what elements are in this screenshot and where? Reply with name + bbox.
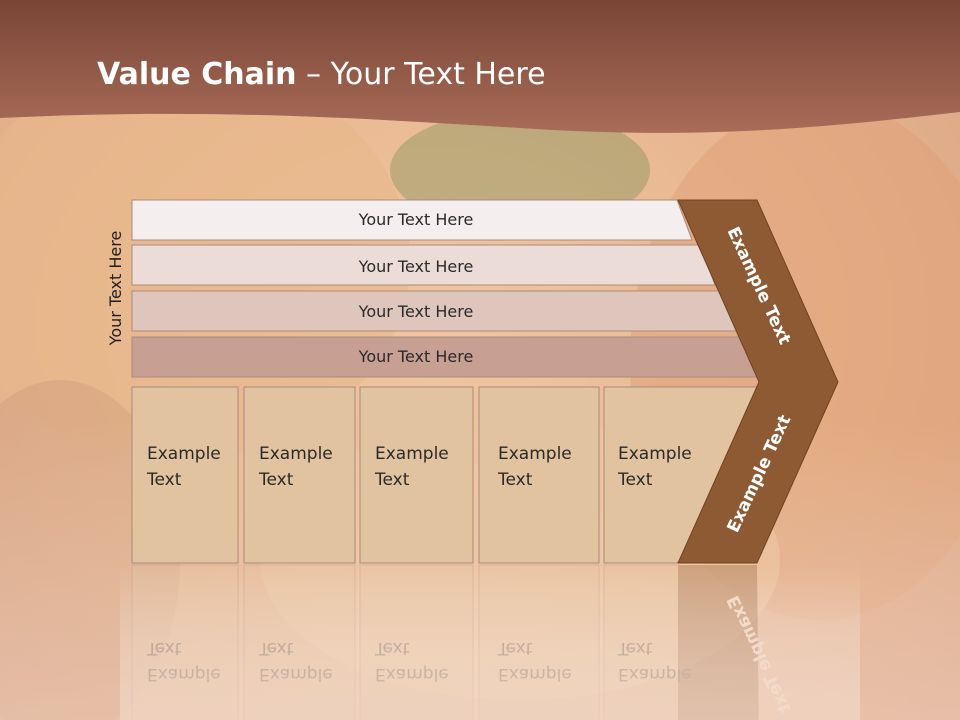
value-chevron bbox=[677, 199, 839, 564]
column-3-line2: Text bbox=[374, 470, 410, 490]
slide-title: Value Chain – Your Text Here bbox=[97, 57, 546, 92]
bar-1 bbox=[131, 199, 693, 241]
column-1-line1: Example bbox=[147, 444, 221, 464]
column-5-label: Example Text bbox=[617, 444, 697, 490]
column-3-label: Example Text bbox=[374, 444, 454, 490]
side-label: Your Text Here bbox=[106, 231, 125, 347]
column-1 bbox=[131, 386, 239, 564]
bar-3-label: Your Text Here bbox=[358, 302, 474, 321]
column-3 bbox=[359, 386, 474, 564]
column-4 bbox=[478, 386, 600, 564]
column-1-line2: Text bbox=[146, 470, 182, 490]
bar-2 bbox=[131, 244, 716, 286]
column-5-line1: Example bbox=[618, 444, 692, 464]
column-4-line1: Example bbox=[498, 444, 572, 464]
column-2-line2: Text bbox=[258, 470, 294, 490]
bar-1-label: Your Text Here bbox=[358, 210, 474, 229]
header-band bbox=[0, 0, 960, 133]
bar-2-label: Your Text Here bbox=[358, 257, 474, 276]
column-1-label: Example Text bbox=[146, 444, 226, 490]
title-rest: – Your Text Here bbox=[297, 57, 546, 92]
title-bold: Value Chain bbox=[97, 57, 297, 92]
tier-bars: Your Text Here Your Text Here Your Text … bbox=[131, 199, 765, 378]
activity-columns bbox=[131, 386, 761, 564]
column-2 bbox=[243, 386, 356, 564]
column-3-line1: Example bbox=[375, 444, 449, 464]
reflection-fade bbox=[120, 565, 860, 720]
column-labels: Example Text Example Text Example Text E… bbox=[146, 444, 697, 490]
column-2-label: Example Text bbox=[258, 444, 338, 490]
column-4-line2: Text bbox=[497, 470, 533, 490]
bar-4-label: Your Text Here bbox=[358, 347, 474, 366]
column-5-line2: Text bbox=[617, 470, 653, 490]
column-4-label: Example Text bbox=[497, 444, 577, 490]
column-2-line1: Example bbox=[259, 444, 333, 464]
